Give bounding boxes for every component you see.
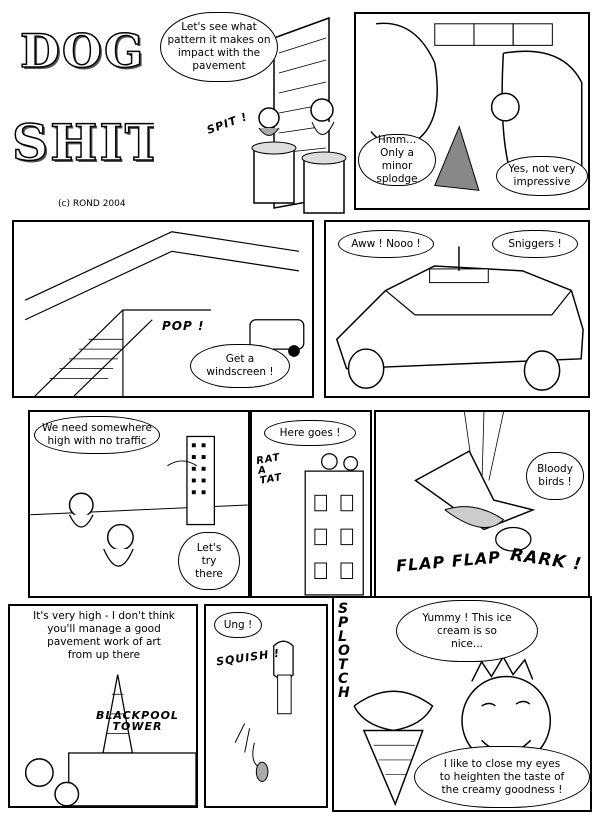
speech-bubble-minor-splodge: Hmm... Only a minor splodge [358, 134, 436, 186]
speech-bubble-creamy-goodness: I like to close my eyes to heighten the … [414, 746, 590, 808]
panel-9: Ung ! SQUISH ! [204, 604, 328, 808]
comic-title-line1: DOG [19, 24, 146, 78]
speech-bubble-ung: Ung ! [214, 612, 262, 638]
panel-4: Aww ! Nooo ! Sniggers ! [324, 220, 590, 398]
panel-10: SPLOTCH Yummy ! This ice cream is so nic… [332, 596, 592, 812]
copyright-credit: (c) ROND 2004 [58, 199, 126, 209]
speech-bubble-yummy: Yummy ! This ice cream is so nice... [396, 600, 538, 662]
comic-title-line2: SHIT [11, 113, 164, 172]
panel-7: Bloody birds ! FLAP FLAP RARK ! [374, 410, 590, 598]
panel-1: Let's see what pattern it makes on impac… [154, 8, 352, 218]
panel-3: POP ! Get a windscreen ! [12, 220, 314, 398]
speech-bubble-windscreen: Get a windscreen ! [190, 344, 290, 388]
panel-6: Here goes ! RAT A TAT [250, 410, 372, 598]
sfx-splotch: SPLOTCH [338, 601, 351, 701]
panel-9-art [234, 640, 294, 782]
speech-bubble-pattern: Let's see what pattern it makes on impac… [160, 12, 278, 82]
panel-2: Hmm... Only a minor splodge Yes, not ver… [354, 12, 590, 210]
sign-blackpool-tower: BLACKPOOL TOWER [96, 709, 179, 733]
sfx-pop: POP ! [162, 319, 205, 333]
panel-8-art [24, 674, 196, 806]
speech-bubble-here-goes: Here goes ! [264, 420, 356, 446]
panel-7-art [414, 412, 536, 552]
panel-5: We need somewhere high with no traffic L… [28, 410, 250, 598]
panel-5-art [30, 435, 248, 567]
panel-3-art [24, 231, 305, 396]
speech-bubble-bloody-birds: Bloody birds ! [526, 452, 584, 500]
speech-bubble-sniggers: Sniggers ! [492, 230, 578, 258]
sfx-rat-a-tat: RAT A TAT [255, 451, 284, 487]
panel-8: It's very high - I don't think you'll ma… [8, 604, 198, 808]
speech-bubble-lets-try-there: Let's try there [178, 532, 240, 590]
speech-bubble-not-impressive: Yes, not very impressive [496, 156, 588, 196]
panel-2-art [370, 22, 583, 191]
panel-4-art [335, 246, 584, 391]
speech-bubble-somewhere-high: We need somewhere high with no traffic [34, 416, 160, 454]
caption-blackpool-tower: It's very high - I don't think you'll ma… [14, 610, 194, 662]
panel-6-art [304, 453, 364, 596]
title-area: DOG SHIT (c) ROND 2004 [6, 8, 162, 218]
speech-bubble-aww-nooo: Aww ! Nooo ! [338, 230, 434, 258]
panel-1-art [251, 16, 347, 214]
